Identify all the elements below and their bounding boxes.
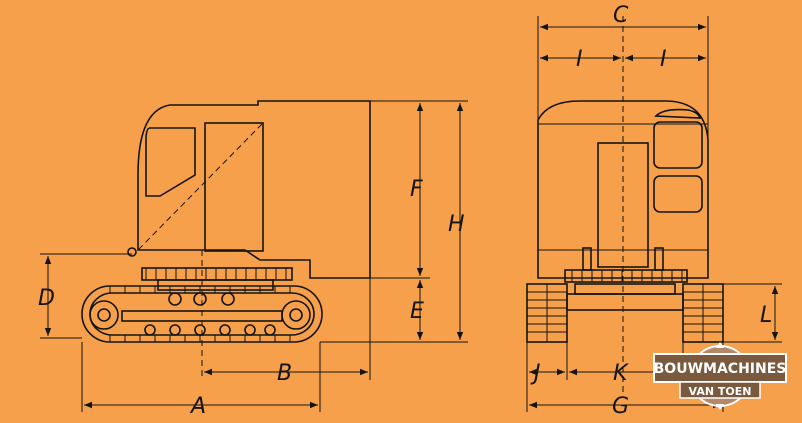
dimension-e: E xyxy=(410,280,424,340)
side-cab-body xyxy=(127,100,371,279)
front-track-left xyxy=(526,283,568,343)
label-f: F xyxy=(410,177,423,202)
label-h: H xyxy=(448,212,465,237)
label-e: E xyxy=(410,299,424,324)
dimension-a: A xyxy=(81,342,321,419)
label-i-right: I xyxy=(660,47,667,72)
label-a: A xyxy=(189,394,206,419)
watermark-line1: BOUWMACHINES xyxy=(654,361,787,377)
label-k: K xyxy=(613,361,629,386)
dimension-b: B xyxy=(201,250,371,386)
label-g: G xyxy=(612,394,629,419)
dimension-g: G xyxy=(529,394,721,419)
front-turntable xyxy=(564,247,688,283)
label-b: B xyxy=(277,361,292,386)
dimension-i: I I xyxy=(540,47,706,72)
label-j: J xyxy=(530,361,541,386)
dimension-h: H xyxy=(448,103,465,340)
front-axle xyxy=(566,283,684,311)
side-view: D A B F E xyxy=(38,100,468,419)
watermark-badge: BOUWMACHINES VAN TOEN xyxy=(653,342,787,410)
side-track xyxy=(81,285,323,343)
label-d: D xyxy=(38,286,55,311)
dimension-d: D xyxy=(38,253,132,339)
label-c: C xyxy=(613,3,629,28)
label-i-left: I xyxy=(576,47,583,72)
dimension-f: F xyxy=(410,103,424,276)
front-track-right xyxy=(682,283,724,343)
dimension-c: C xyxy=(537,3,709,140)
watermark-line2: VAN TOEN xyxy=(689,385,752,398)
dimension-l: L xyxy=(723,283,782,343)
label-l: L xyxy=(760,303,772,328)
